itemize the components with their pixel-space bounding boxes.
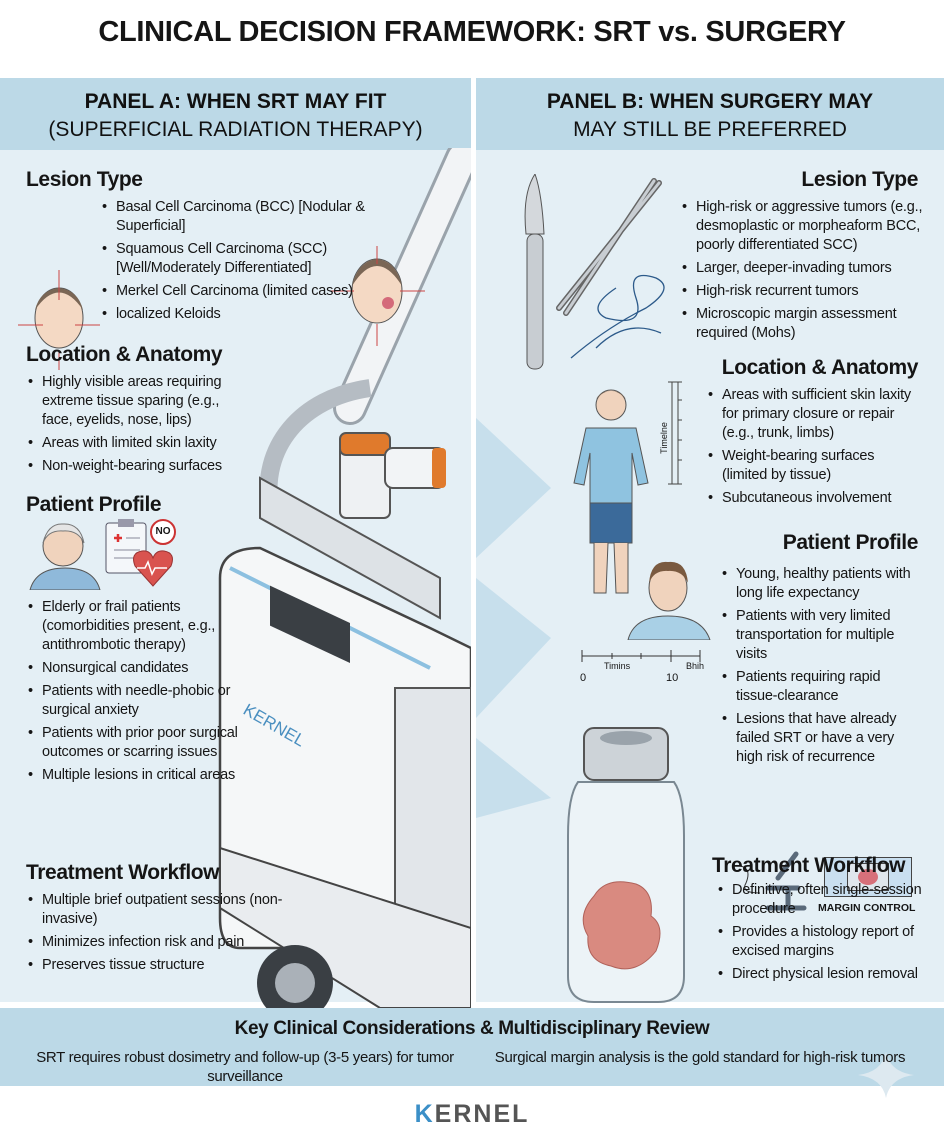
panel-a-location-title: Location & Anatomy (26, 343, 223, 366)
list-item: Microscopic margin assessment required (… (682, 305, 932, 343)
list-item: localized Keloids (102, 305, 382, 324)
panel-a-location-list: Highly visible areas requiring extreme t… (28, 373, 253, 480)
list-item: Preserves tissue structure (28, 956, 288, 975)
panel-a-workflow-title: Treatment Workflow (26, 861, 220, 884)
panel-a-lesion-type-list: Basal Cell Carcinoma (BCC) [Nodular & Su… (102, 198, 382, 328)
srt-follow-up-note: SRT requires robust dosimetry and follow… (36, 1049, 454, 1085)
surgical-margin-note: Surgical margin analysis is the gold sta… (494, 1049, 906, 1066)
panel-b-location-list: Areas with sufficient skin laxity for pr… (708, 386, 923, 512)
face-diagram-icon (18, 270, 100, 370)
list-item: Non-weight-bearing surfaces (28, 457, 253, 476)
panel-b: PANEL B: WHEN SURGERY MAY MAY STILL BE P… (476, 78, 944, 1003)
panel-a-heading: PANEL A: WHEN SRT MAY FIT (84, 90, 387, 113)
list-item: Weight-bearing surfaces (limited by tiss… (708, 447, 923, 485)
panel-a-lesion-type-title: Lesion Type (26, 168, 143, 191)
panel-a-patient-title: Patient Profile (26, 493, 162, 516)
specimen-jar-illustration (567, 727, 685, 1003)
list-item: Elderly or frail patients (comorbidities… (28, 598, 243, 655)
timeline-label-birth: Bhih (686, 661, 705, 671)
page-title: CLINICAL DECISION FRAMEWORK: SRT vs. SUR… (98, 16, 846, 48)
horizontal-timeline-scale (581, 650, 701, 662)
list-item: Nonsurgical candidates (28, 659, 243, 678)
list-item: Direct physical lesion removal (718, 965, 928, 984)
panel-a: PANEL A: WHEN SRT MAY FIT (SUPERFICIAL R… (0, 78, 471, 1008)
list-item: Patients with very limited transportatio… (722, 607, 922, 664)
panel-a-patient-list: Elderly or frail patients (comorbidities… (28, 598, 243, 789)
panel-b-location-title: Location & Anatomy (721, 356, 919, 379)
vertical-timeline-scale (668, 381, 682, 485)
panel-b-patient-list: Young, healthy patients with long life e… (722, 565, 922, 771)
panel-b-lesion-type-list: High-risk or aggressive tumors (e.g., de… (682, 198, 932, 347)
forceps-icon (556, 178, 662, 316)
panel-b-patient-title: Patient Profile (782, 531, 919, 554)
key-considerations-title: Key Clinical Considerations & Multidisci… (234, 1018, 710, 1039)
elderly-patient-icon (29, 523, 101, 590)
panel-b-lesion-type-title: Lesion Type (801, 168, 918, 191)
scalpel-icon (524, 174, 545, 370)
kernel-logo: KERNEL (414, 1100, 530, 1128)
panel-b-subheading: MAY STILL BE PREFERRED (573, 118, 847, 141)
panel-b-header: PANEL B: WHEN SURGERY MAY MAY STILL BE P… (476, 78, 944, 150)
srt-device-illustration: KERNEL (218, 148, 471, 1008)
standing-patient-figure (573, 389, 649, 594)
list-item: Squamous Cell Carcinoma (SCC) [Well/Mode… (102, 240, 382, 278)
suture-thread-icon (570, 274, 665, 359)
list-item: Multiple lesions in critical areas (28, 766, 243, 785)
list-item: Larger, deeper-invading tumors (682, 259, 932, 278)
list-item: Merkel Cell Carcinoma (limited cases) (102, 282, 382, 301)
list-item: Minimizes infection risk and pain (28, 933, 288, 952)
list-item: Young, healthy patients with long life e… (722, 565, 922, 603)
heart-rate-icon (133, 550, 173, 587)
decorative-arrow-shapes (476, 418, 551, 818)
panel-a-header: PANEL A: WHEN SRT MAY FIT (SUPERFICIAL R… (0, 78, 471, 150)
list-item: High-risk recurrent tumors (682, 282, 932, 301)
panel-b-workflow-title: Treatment Workflow (712, 854, 906, 877)
vertical-timeline-label: Timelne (658, 422, 669, 454)
list-item: Patients with needle-phobic or surgical … (28, 682, 243, 720)
panel-a-workflow-list: Multiple brief outpatient sessions (non-… (28, 891, 288, 979)
no-badge: NO (150, 519, 176, 545)
panel-b-workflow-list: Definitive, often single-session procedu… (718, 881, 928, 988)
sparkle-icon (858, 1052, 914, 1098)
panel-a-subheading: (SUPERFICIAL RADIATION THERAPY) (48, 118, 423, 141)
list-item: High-risk or aggressive tumors (e.g., de… (682, 198, 932, 255)
list-item: Multiple brief outpatient sessions (non-… (28, 891, 288, 929)
list-item: Provides a histology report of excised m… (718, 923, 928, 961)
list-item: Areas with sufficient skin laxity for pr… (708, 386, 923, 443)
list-item: Lesions that have already failed SRT or … (722, 710, 922, 767)
key-considerations-band (0, 1008, 944, 1086)
list-item: Areas with limited skin laxity (28, 434, 253, 453)
list-item: Basal Cell Carcinoma (BCC) [Nodular & Su… (102, 198, 382, 236)
timeline-tick-0: 0 (580, 672, 587, 684)
list-item: Patients requiring rapid tissue-clearanc… (722, 668, 922, 706)
list-item: Definitive, often single-session procedu… (718, 881, 928, 919)
young-patient-portrait (627, 561, 711, 640)
panel-b-heading: PANEL B: WHEN SURGERY MAY (546, 90, 874, 113)
list-item: Subcutaneous involvement (708, 489, 923, 508)
timeline-label-timins: Timins (604, 661, 631, 671)
list-item: Patients with prior poor surgical outcom… (28, 724, 243, 762)
timeline-tick-10: 10 (666, 672, 679, 684)
list-item: Highly visible areas requiring extreme t… (28, 373, 253, 430)
